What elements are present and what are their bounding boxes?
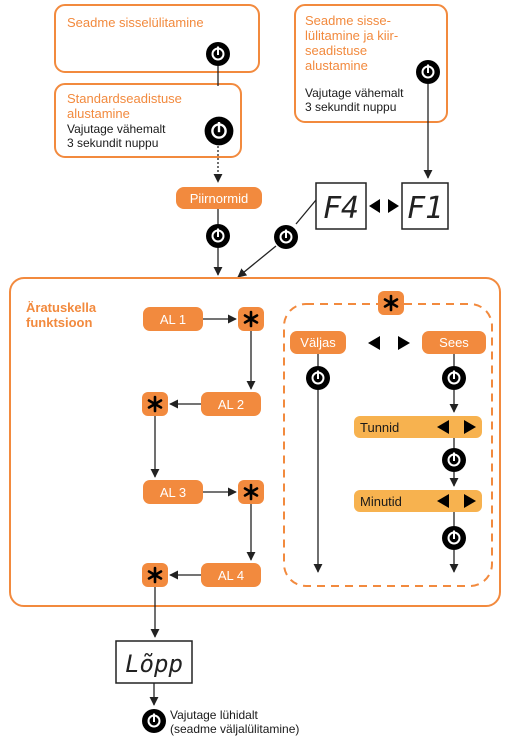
power-icon bbox=[205, 41, 231, 67]
alarm-4-label: AL 4 bbox=[218, 568, 244, 583]
alarm-settings-panel bbox=[283, 303, 493, 587]
alarm-2-label: AL 2 bbox=[218, 397, 244, 412]
alarm-title-1: Äratuskella bbox=[26, 300, 97, 315]
display-f1: F1 bbox=[401, 182, 449, 230]
power-icon bbox=[441, 525, 467, 551]
power-icon bbox=[415, 59, 441, 85]
connector bbox=[237, 245, 277, 278]
hours-row[interactable]: Tunnid bbox=[354, 416, 482, 438]
alarm-3-button[interactable]: AL 3 bbox=[143, 480, 203, 504]
footer-line-1: Vajutage lühidalt bbox=[170, 708, 259, 722]
display-f4: F4 bbox=[315, 182, 367, 230]
limits-label: Piirnormid bbox=[190, 191, 249, 206]
display-f4-text: F4 bbox=[323, 191, 359, 226]
quick-setup-box: Seadme sisse- lülitamine ja kiir- seadis… bbox=[294, 4, 448, 123]
arrow-right-icon bbox=[464, 494, 476, 508]
star-button[interactable] bbox=[142, 563, 168, 587]
limits-button[interactable]: Piirnormid bbox=[176, 187, 262, 209]
star-button[interactable] bbox=[238, 307, 264, 331]
connector bbox=[295, 199, 317, 225]
alarm-2-button[interactable]: AL 2 bbox=[201, 392, 261, 416]
display-end-text: Lõpp bbox=[125, 650, 183, 678]
star-button[interactable] bbox=[378, 291, 404, 315]
quick-setup-title-1: Seadme sisse- bbox=[305, 13, 391, 28]
power-icon bbox=[273, 224, 299, 250]
standard-reset-box: Standardseadistuse alustamine Vajutage v… bbox=[54, 83, 242, 158]
alarm-1-button[interactable]: AL 1 bbox=[143, 307, 203, 331]
star-button[interactable] bbox=[238, 480, 264, 504]
standard-reset-title-2: alustamine bbox=[67, 106, 130, 121]
quick-setup-title-4: alustamine bbox=[305, 58, 368, 73]
arrow-right-icon bbox=[398, 336, 410, 350]
alarm-title-2: funktsioon bbox=[26, 315, 92, 330]
off-button[interactable]: Väljas bbox=[290, 331, 346, 354]
arrow-left-icon bbox=[368, 336, 380, 350]
on-label: Sees bbox=[439, 335, 469, 350]
arrow-left-icon bbox=[437, 494, 449, 508]
power-icon bbox=[441, 365, 467, 391]
display-end: Lõpp bbox=[115, 640, 193, 684]
power-on-box: Seadme sisselülitamine bbox=[54, 4, 260, 73]
quick-setup-note-1: Vajutage vähemalt bbox=[305, 86, 404, 100]
star-button[interactable] bbox=[142, 392, 168, 416]
minutes-row[interactable]: Minutid bbox=[354, 490, 482, 512]
on-button[interactable]: Sees bbox=[422, 331, 486, 354]
power-on-title: Seadme sisselülitamine bbox=[67, 15, 204, 30]
display-f1-text: F1 bbox=[407, 191, 443, 226]
arrow-right-icon bbox=[388, 199, 399, 213]
quick-setup-title-2: lülitamine ja kiir- bbox=[305, 28, 398, 43]
standard-reset-note-1: Vajutage vähemalt bbox=[67, 122, 166, 136]
power-icon bbox=[441, 447, 467, 473]
alarm-section bbox=[9, 277, 501, 607]
alarm-4-button[interactable]: AL 4 bbox=[201, 563, 261, 587]
power-icon bbox=[205, 223, 231, 249]
alarm-3-label: AL 3 bbox=[160, 485, 186, 500]
minutes-label: Minutid bbox=[360, 494, 402, 509]
standard-reset-title-1: Standardseadistuse bbox=[67, 91, 182, 106]
hours-label: Tunnid bbox=[360, 420, 399, 435]
footer-line-2: (seadme väljalülitamine) bbox=[170, 722, 299, 736]
off-label: Väljas bbox=[300, 335, 336, 350]
arrow-right-icon bbox=[464, 420, 476, 434]
quick-setup-note-2: 3 sekundit nuppu bbox=[305, 100, 396, 114]
standard-reset-note-2: 3 sekundit nuppu bbox=[67, 136, 158, 150]
alarm-1-label: AL 1 bbox=[160, 312, 186, 327]
quick-setup-title-3: seadistuse bbox=[305, 43, 367, 58]
arrow-left-icon bbox=[369, 199, 380, 213]
power-icon bbox=[203, 115, 235, 147]
arrow-left-icon bbox=[437, 420, 449, 434]
power-icon bbox=[305, 365, 331, 391]
power-icon bbox=[141, 708, 167, 734]
